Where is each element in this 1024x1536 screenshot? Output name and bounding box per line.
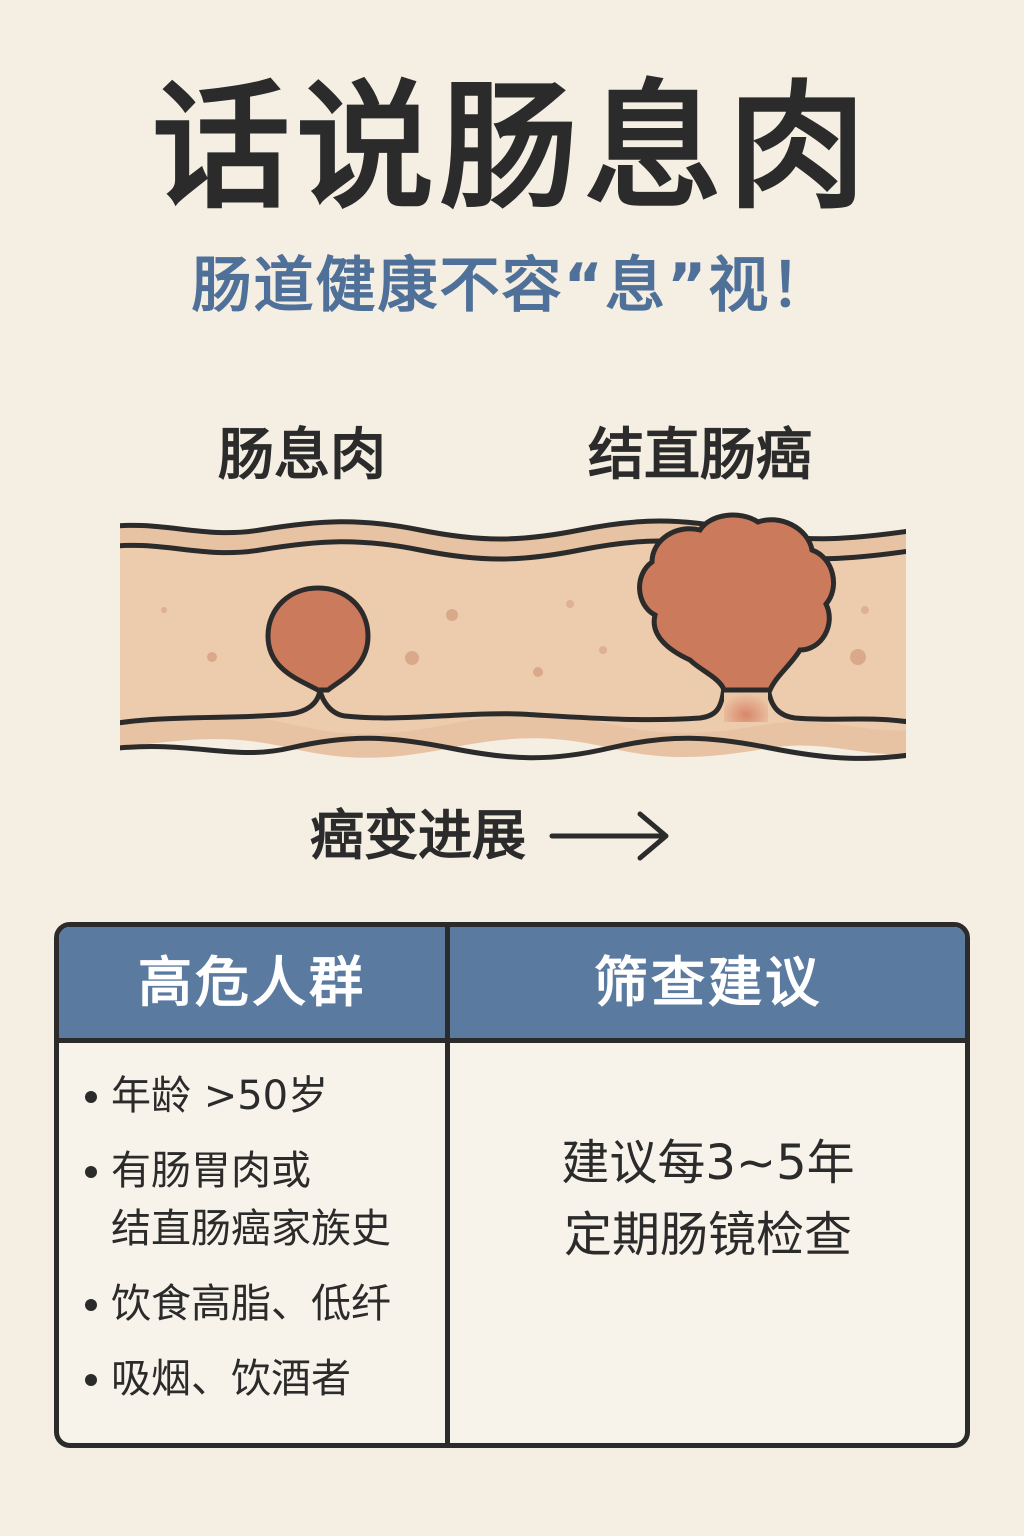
- risk-item-text: 有肠胃肉或 结直肠癌家族史: [111, 1148, 391, 1252]
- list-item: 有肠胃肉或 结直肠癌家族史: [85, 1142, 445, 1258]
- screening-advice-text: 建议每3~5年 定期肠镜检查: [561, 1135, 855, 1263]
- bullet-icon: [85, 1091, 97, 1103]
- page-title: 话说肠息肉: [151, 67, 872, 228]
- tumor-stalk: [724, 686, 768, 722]
- wall-line-bottom-outer: [120, 735, 906, 761]
- risk-group-list: 年龄 >50岁 有肠胃肉或 结直肠癌家族史 饮食高脂、低纤 吸烟、饮酒者: [85, 1067, 445, 1425]
- list-item: 饮食高脂、低纤: [85, 1275, 445, 1333]
- arrow-right-icon: [549, 811, 669, 861]
- risk-item-text: 年龄 >50岁: [111, 1073, 329, 1119]
- progression-indicator: 癌变进展: [310, 796, 672, 876]
- table-column-divider: [445, 927, 450, 1443]
- bullet-icon: [85, 1166, 97, 1178]
- header-screening-advice: 筛查建议: [594, 951, 822, 1014]
- list-item: 年龄 >50岁: [85, 1067, 445, 1125]
- risk-item-text: 饮食高脂、低纤: [111, 1281, 391, 1327]
- table-header-row: 高危人群 筛查建议: [59, 927, 965, 1043]
- progression-label: 癌变进展: [310, 804, 526, 867]
- label-polyp: 肠息肉: [218, 423, 386, 488]
- list-item: 吸烟、饮酒者: [85, 1350, 445, 1408]
- intestine-diagram: [120, 512, 906, 761]
- wall-line-bottom-inner: [120, 683, 906, 726]
- small-polyp: [265, 585, 371, 693]
- risk-item-text: 吸烟、饮酒者: [111, 1356, 351, 1402]
- header-high-risk-groups: 高危人群: [138, 951, 366, 1014]
- colorectal-tumor: [637, 512, 836, 693]
- risk-screening-table: 高危人群 筛查建议 年龄 >50岁 有肠胃肉或 结直肠癌家族史 饮食高脂、低纤 …: [54, 922, 970, 1448]
- bullet-icon: [85, 1374, 97, 1386]
- bullet-icon: [85, 1299, 97, 1311]
- label-colorectal-cancer: 结直肠癌: [588, 423, 812, 488]
- page-subtitle: 肠道健康不容“息”视！: [191, 251, 833, 321]
